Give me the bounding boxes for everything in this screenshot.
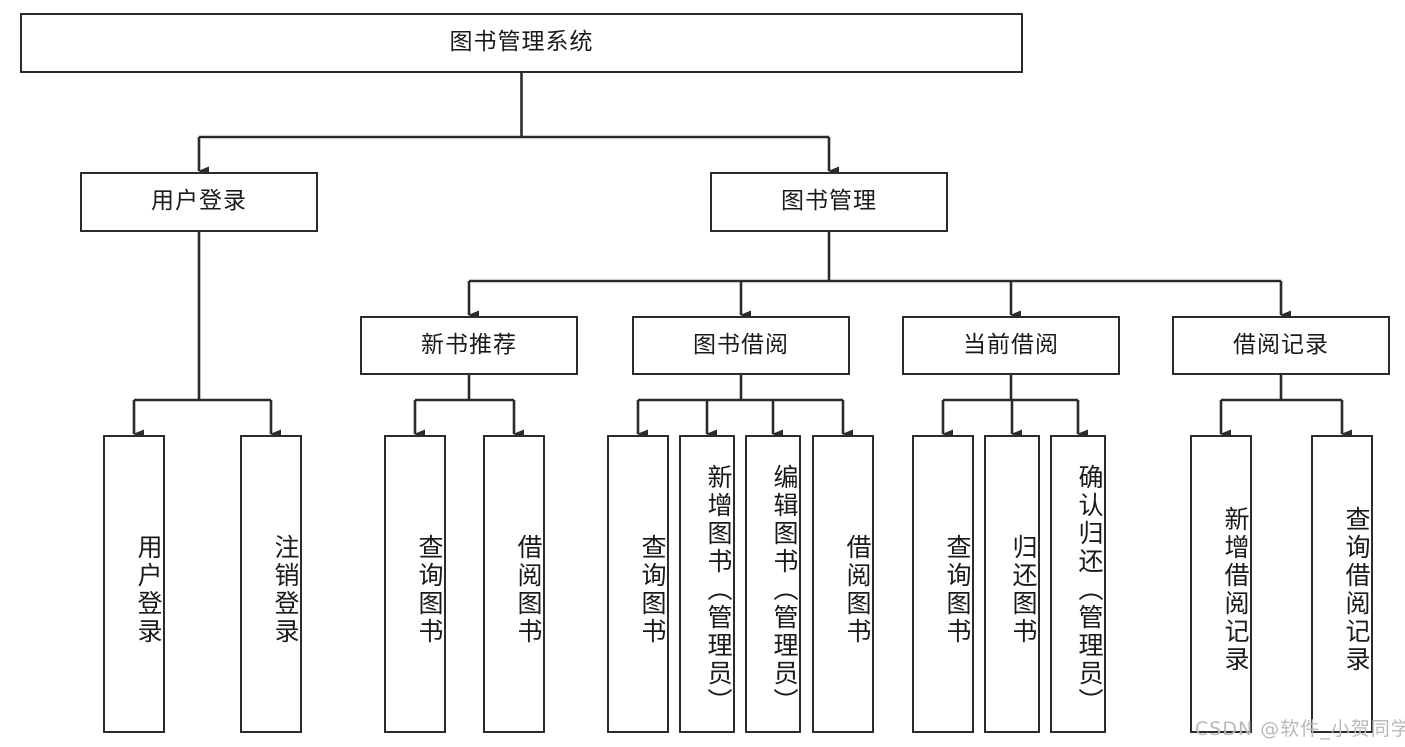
edge-paths <box>132 73 1352 439</box>
node-label: 确认归还（管理员） <box>1075 464 1104 716</box>
node-label: 当前借阅 <box>963 331 1059 358</box>
node-label: 用户登录 <box>151 188 247 215</box>
node-label: 编辑图书（管理员） <box>770 464 799 716</box>
node-label: 新增借阅记录 <box>1221 506 1250 674</box>
node-label: 查询图书 <box>943 534 972 646</box>
node-leaf_8: 查询图书 <box>912 435 974 733</box>
node-leaf_5: 新增图书（管理员） <box>679 435 735 733</box>
node-l2_2: 当前借阅 <box>902 316 1120 375</box>
node-l2_3: 借阅记录 <box>1172 316 1390 375</box>
node-label: 查询借阅记录 <box>1342 506 1371 674</box>
node-label: 新书推荐 <box>421 331 517 358</box>
node-leaf_2: 查询图书 <box>384 435 446 733</box>
node-label: 归还图书 <box>1009 534 1038 646</box>
node-leaf_11: 新增借阅记录 <box>1190 435 1252 733</box>
node-l1_0: 用户登录 <box>80 172 318 232</box>
node-leaf_6: 编辑图书（管理员） <box>745 435 801 733</box>
node-leaf_3: 借阅图书 <box>483 435 545 733</box>
node-leaf_7: 借阅图书 <box>812 435 874 733</box>
node-leaf_9: 归还图书 <box>984 435 1040 733</box>
node-label: 查询图书 <box>638 534 667 646</box>
node-label: 查询图书 <box>415 534 444 646</box>
node-l2_1: 图书借阅 <box>632 316 850 375</box>
node-label: 图书管理系统 <box>449 29 594 56</box>
node-label: 借阅图书 <box>514 534 543 646</box>
node-label: 图书借阅 <box>693 331 789 358</box>
node-leaf_12: 查询借阅记录 <box>1311 435 1373 733</box>
node-label: 用户登录 <box>134 534 163 646</box>
node-label: 图书管理 <box>781 188 877 215</box>
node-leaf_4: 查询图书 <box>607 435 669 733</box>
node-label: 注销登录 <box>271 534 300 646</box>
node-leaf_0: 用户登录 <box>103 435 165 733</box>
node-l1_1: 图书管理 <box>710 172 948 232</box>
node-leaf_10: 确认归还（管理员） <box>1050 435 1106 733</box>
node-label: 新增图书（管理员） <box>704 464 733 716</box>
node-label: 借阅记录 <box>1233 331 1329 358</box>
node-leaf_1: 注销登录 <box>240 435 302 733</box>
node-root: 图书管理系统 <box>20 13 1023 73</box>
node-l2_0: 新书推荐 <box>360 316 578 375</box>
node-label: 借阅图书 <box>843 534 872 646</box>
csdn-watermark: CSDN @软件_小贺同学 <box>1195 718 1405 740</box>
